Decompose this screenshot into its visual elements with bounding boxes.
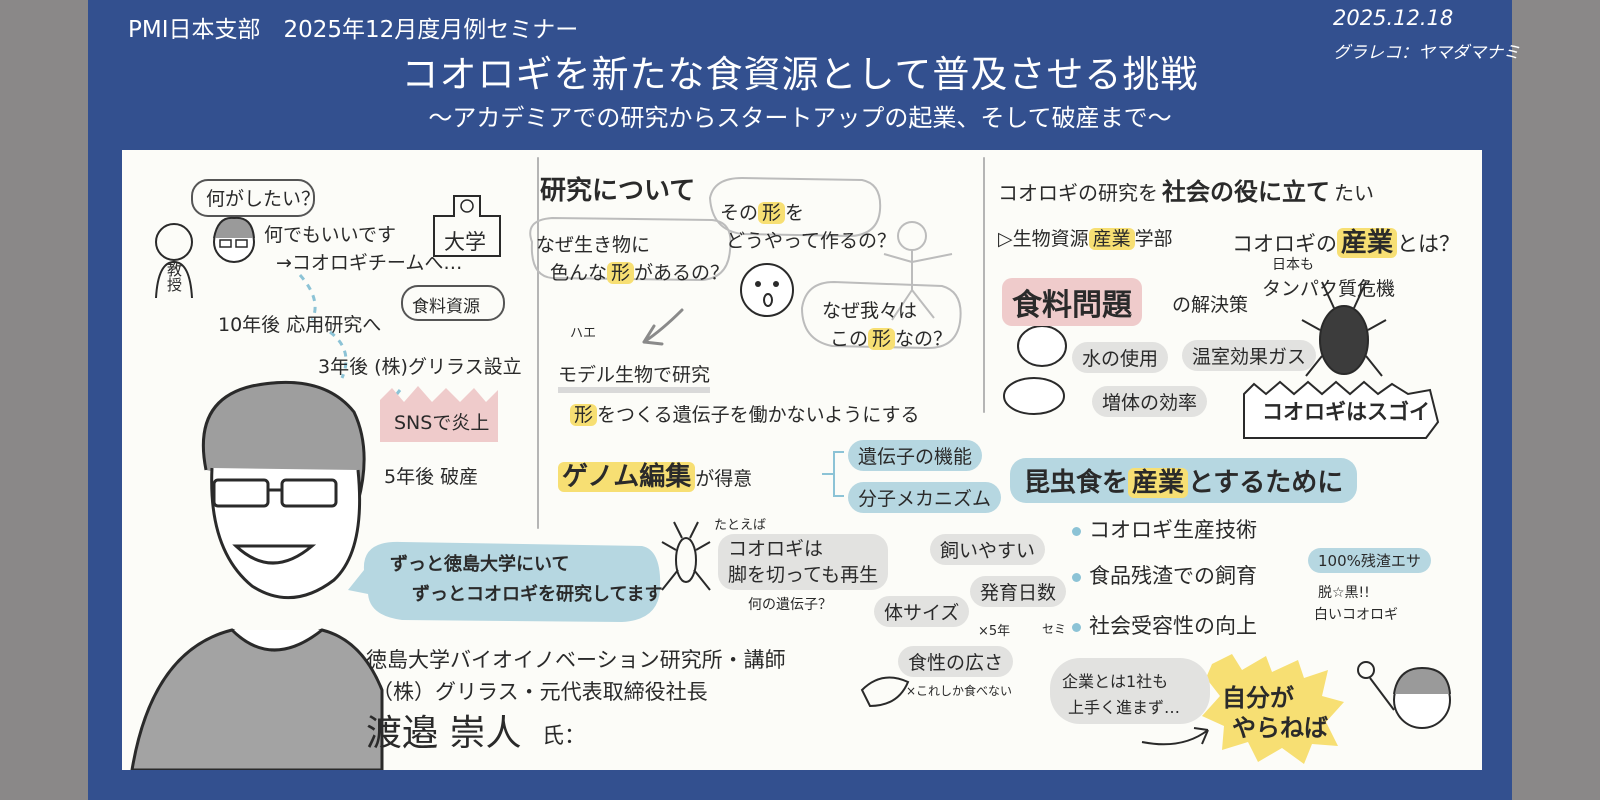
seminar-subtitle: ～アカデミアでの研究からスタートアップの起業、そして破産まで～ — [428, 104, 1172, 132]
arrow-to-model — [642, 308, 684, 346]
crickets-amazing: コオロギはスゴイ — [1262, 400, 1430, 424]
company-line-2: 上手く進まず… — [1068, 698, 1181, 717]
portrait-shirt — [130, 628, 384, 770]
growth-days: 発育日数 — [970, 576, 1067, 607]
solution-label: の解決策 — [1172, 294, 1249, 316]
dancing-figure — [897, 221, 927, 251]
which-gene: 何の遺伝子？ — [748, 597, 832, 613]
event-name: PMI日本支部 2025年12月度月例セミナー — [128, 17, 579, 43]
research-q2-bubble — [708, 176, 882, 238]
professor-head — [155, 223, 193, 261]
answer-line-1: 何でもいいです — [264, 224, 397, 246]
answer-line-2: →コオロギチームへ… — [276, 252, 463, 274]
water-usage: 水の使用 — [1072, 342, 1169, 373]
speech-bubble — [348, 541, 661, 622]
research-q2-line-1: その形を — [720, 202, 805, 224]
research-q3-line-2: この形なの？ — [830, 328, 953, 350]
research-heading: 研究について — [540, 176, 696, 206]
easy-to-keep: 飼いやすい — [930, 534, 1046, 565]
molt-black: 脱☆黒!! — [1318, 585, 1370, 601]
protein-line-2: タンパク質危機 — [1262, 278, 1396, 300]
growth-efficiency: 増体の効率 — [1092, 386, 1208, 417]
question-text: 何がしたい？ — [206, 188, 321, 210]
social-heading: コオロギの研究を社会の役に立てたい — [998, 178, 1374, 206]
sns-flame — [380, 386, 498, 442]
five-years: ×5年 — [978, 624, 1011, 639]
diet-range: 食性の広さ — [898, 646, 1014, 677]
research-q2-line-2: どうやって作るの？ — [726, 230, 897, 252]
genome-editing: ゲノム編集が得意 — [558, 456, 752, 493]
regeneration-bubble: コオロギは脚を切っても再生 — [718, 534, 889, 590]
board-drawings — [130, 157, 1451, 770]
portrait-face — [210, 467, 362, 600]
portrait-glasses-right — [280, 478, 338, 508]
livestock-sketch — [1003, 325, 1067, 415]
speaker-honorific: 氏： — [542, 724, 587, 749]
graphic-record-board: 何がしたい？ 教授 何でもいいです →コオロギチームへ… 大学 食料資源 10年… — [122, 150, 1482, 770]
research-q3-bubble — [800, 280, 962, 350]
faculty-label: ▷生物資源産業学部 — [998, 228, 1173, 250]
speech-line-1: ずっと徳島大学にいて — [390, 554, 570, 575]
speaker-name: 渡邉 崇人 — [366, 713, 522, 754]
research-q3-line-1: なぜ我々は — [822, 300, 918, 322]
professor-label: 教授 — [165, 262, 183, 292]
bracket — [822, 451, 844, 497]
industry-question: コオロギの産業とは？ — [1232, 228, 1461, 258]
myself-line-2: やらねば — [1232, 714, 1328, 742]
food-resource-label: 食料資源 — [412, 297, 480, 317]
insect-food-item-1: コオロギ生産技術 — [1072, 514, 1257, 544]
white-cricket: 白いコオロギ — [1314, 607, 1398, 623]
company-bubble — [1050, 658, 1210, 724]
timeline-5-years: 5年後 破産 — [384, 466, 479, 488]
research-q1-line-2: 色んな形があるの？ — [550, 262, 730, 284]
gene-knockout: 形をつくる遺伝子を働かないようにする — [570, 400, 919, 427]
university-building — [433, 195, 501, 257]
fly-label: ハエ — [570, 326, 597, 341]
model-organism: モデル生物で研究 — [558, 360, 711, 393]
molecular-mechanism: 分子メカニズム — [848, 482, 1002, 513]
only-eats: ×これしか食べない — [906, 684, 1013, 698]
insect-food-item-2: 食品残渣での飼育 — [1072, 560, 1257, 590]
sns-label: SNSで炎上 — [394, 412, 490, 434]
university-label: 大学 — [444, 230, 486, 254]
speech-line-2: ずっとコオロギを研究してます — [412, 584, 663, 605]
cicada-label: セミ — [1042, 622, 1067, 636]
speaker-affiliation-2: （株）グリラス・元代表取締役社長 — [372, 680, 708, 704]
amazing-burst — [1243, 380, 1440, 439]
portrait-smile — [232, 544, 317, 565]
food-resource-bubble — [401, 285, 505, 321]
cricket-hero — [1301, 281, 1387, 377]
insect-food-item-3: 社会受容性の向上 — [1072, 610, 1257, 640]
company-line-1: 企業とは1社も — [1062, 672, 1169, 691]
record-date: 2025.12.18 — [1333, 6, 1454, 30]
myself-line-1: 自分が — [1222, 684, 1294, 712]
portrait-glasses-left — [212, 478, 270, 508]
seminar-title: コオロギを新たな食資源として普及させる挑戦 — [401, 53, 1199, 96]
speaker-affiliation-1: 徳島大学バイオイノベーション研究所・講師 — [366, 648, 786, 672]
body-size: 体サイズ — [874, 596, 970, 627]
research-q1-line-1: なぜ生き物に — [536, 234, 651, 256]
thinking-face — [740, 263, 794, 317]
leaf-icon — [860, 676, 910, 708]
myself-burst — [1202, 654, 1344, 764]
cricket-sketch-example — [661, 521, 711, 591]
gene-function: 遺伝子の機能 — [848, 440, 983, 471]
timeline-3-years: 3年後 (株)グリラス設立 — [318, 356, 522, 378]
food-problem: 食料問題 — [1002, 278, 1142, 326]
protein-line-1: 日本も — [1272, 257, 1314, 273]
arrow-to-myself — [1141, 727, 1209, 746]
question-bubble — [191, 179, 315, 217]
insect-food-heading: 昆虫食を産業とするために — [1010, 458, 1358, 503]
timeline-10-years: 10年後 応用研究へ — [218, 314, 382, 336]
artist-credit: グラレコ：ヤマダマナミ — [1333, 43, 1520, 63]
example-label: たとえば — [714, 518, 767, 533]
research-q1-bubble — [529, 216, 732, 282]
greenhouse-gas: 温室効果ガス — [1182, 340, 1317, 371]
residue-feed: 100%残渣エサ — [1308, 548, 1431, 573]
